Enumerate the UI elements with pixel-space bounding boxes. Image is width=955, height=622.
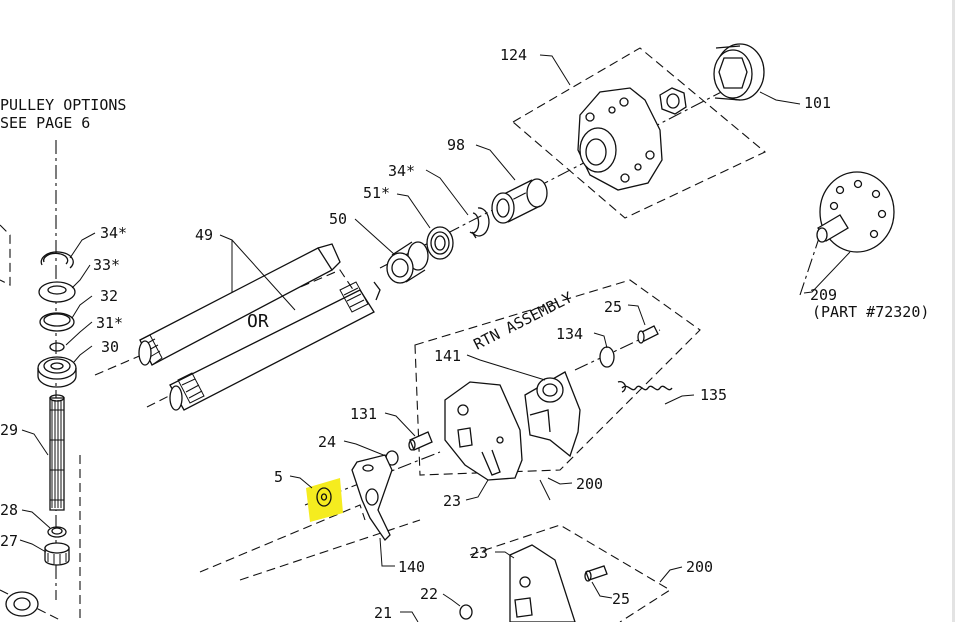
rtn-plate-23-upper [444, 381, 523, 481]
bearing-51 [426, 226, 454, 260]
hub-centerline [379, 84, 736, 269]
pulley-options-note-line1: PULLEY OPTIONS [0, 96, 126, 114]
bottom-left-bearing [5, 591, 39, 617]
pin-25-lower [584, 565, 608, 582]
callout-31: 31* [96, 314, 123, 332]
part-5-highlight[interactable] [306, 478, 343, 522]
pulley-hub-209 [816, 171, 895, 253]
bearing-50 [386, 241, 429, 284]
lower-guide-line [239, 519, 421, 581]
rtn-plate-141 [524, 371, 581, 458]
bearing-30 [37, 356, 77, 388]
callout-25-lower: 25 [612, 590, 630, 608]
callout-51: 51* [363, 184, 390, 202]
callout-101: 101 [804, 94, 831, 112]
leader-lines [19, 54, 851, 622]
callout-5: 5 [274, 468, 283, 486]
or-note: OR [247, 311, 269, 332]
diagram-labels: PULLEY OPTIONS SEE PAGE 6 OR RTN ASSEMBL… [0, 46, 929, 622]
callout-34-top: 34* [388, 162, 415, 180]
vertical-scrollbar[interactable] [952, 0, 955, 622]
pulley-options-note-line2: SEE PAGE 6 [0, 114, 90, 132]
callout-29: 29 [0, 421, 18, 439]
callout-21: 21 [374, 604, 392, 622]
callout-27: 27 [0, 532, 18, 550]
callout-134: 134 [556, 325, 583, 343]
snap-ring-34 [469, 207, 490, 239]
callout-200-lower: 200 [686, 558, 713, 576]
callout-200-upper: 200 [576, 475, 603, 493]
rtn-centerline [304, 451, 441, 506]
lower-rtn-outline [469, 524, 672, 622]
callout-141: 141 [434, 347, 461, 365]
pin-131 [408, 431, 433, 451]
washer-32 [39, 312, 75, 332]
callout-50: 50 [329, 210, 347, 228]
callout-28: 28 [0, 501, 18, 519]
rtn-assembly-outline [414, 279, 701, 476]
washer-134 [599, 346, 615, 368]
ring-28 [47, 526, 67, 538]
lower-bracket-outline [199, 504, 366, 573]
callout-23-upper: 23 [443, 492, 461, 510]
left-edge-bracket [0, 224, 11, 286]
callout-33: 33* [93, 256, 120, 274]
lever-140 [351, 454, 393, 542]
callout-135: 135 [700, 386, 727, 404]
nut-27 [44, 542, 70, 566]
hub-nut [659, 87, 687, 115]
callout-25-upper: 25 [604, 298, 622, 316]
washer-22 [459, 604, 473, 620]
part-number-note: (PART #72320) [812, 303, 929, 321]
callout-131: 131 [350, 405, 377, 423]
hub-124 [577, 87, 663, 191]
callout-209: 209 [810, 286, 837, 304]
pin-25-upper [637, 325, 659, 344]
shaft-49-upper [138, 243, 341, 366]
callout-30: 30 [101, 338, 119, 356]
callout-98: 98 [447, 136, 465, 154]
pulley-hub-centerline [799, 234, 821, 296]
ring-31 [49, 342, 65, 352]
spring-135 [617, 380, 673, 393]
callout-32: 32 [100, 287, 118, 305]
bearing-101 [713, 43, 765, 101]
rtn-assembly-note: RTN ASSEMBLY [471, 288, 576, 353]
callout-23-lower: 23 [470, 544, 488, 562]
callout-34-left: 34* [100, 224, 127, 242]
callout-124: 124 [500, 46, 527, 64]
callout-49: 49 [195, 226, 213, 244]
callout-140: 140 [398, 558, 425, 576]
callout-22: 22 [420, 585, 438, 603]
snap-ring-34-left [40, 251, 74, 269]
rtn-plate-23-lower [509, 544, 576, 622]
shaft-29 [49, 394, 65, 511]
callout-24: 24 [318, 433, 336, 451]
hub-assembly-outline [512, 47, 767, 219]
sleeve-98 [491, 178, 548, 224]
washer-33 [38, 281, 76, 303]
shaft-49-lower [169, 281, 381, 411]
